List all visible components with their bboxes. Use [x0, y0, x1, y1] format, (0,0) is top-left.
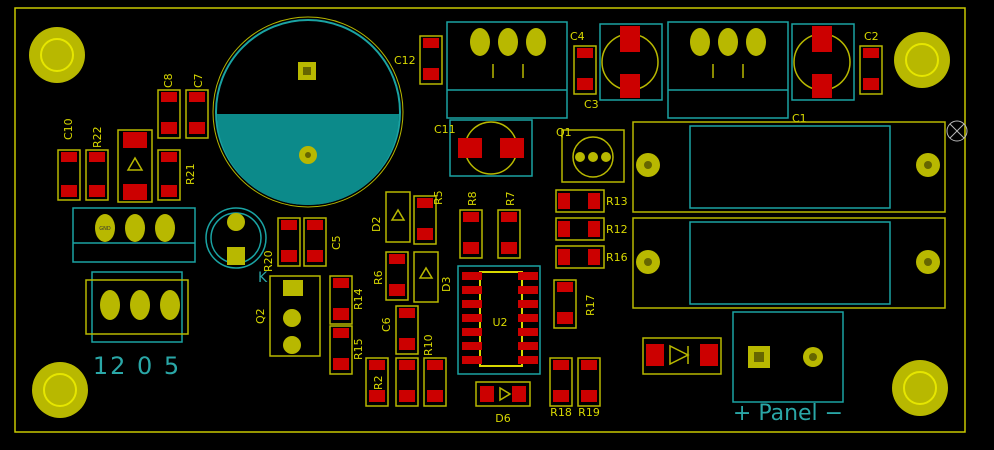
- ref-r20: R20: [262, 250, 275, 272]
- ref-r15: R15: [352, 338, 365, 360]
- ref-c8: C8: [162, 73, 175, 88]
- resistor-r10: [395, 357, 419, 407]
- resistor-r21: R21: [157, 149, 197, 201]
- ref-c11: C11: [434, 123, 456, 136]
- transistor-q1: Q1: [556, 126, 625, 183]
- ref-q1: Q1: [556, 126, 572, 139]
- capacitor-round-small: K R20: [205, 207, 275, 286]
- ref-c2: C2: [864, 30, 879, 43]
- terminal-block-supply: 12 0 5: [85, 271, 189, 380]
- ref-r21: R21: [184, 163, 197, 185]
- capacitor-c8: C8: [157, 73, 181, 139]
- ref-r16: R16: [606, 251, 628, 264]
- resistor-pair-bottom: [423, 357, 447, 407]
- resistor-r20: [277, 217, 301, 267]
- ref-d2: D2: [370, 217, 383, 232]
- capacitor-c1: C1: [791, 23, 855, 125]
- capacitor-c7: C7: [185, 73, 209, 139]
- ref-r22: R22: [91, 126, 104, 148]
- ref-c6: C6: [380, 317, 393, 332]
- ref-d3: D3: [440, 277, 453, 292]
- ic-u2-pins-left: [462, 272, 482, 364]
- ref-r12: R12: [606, 223, 628, 236]
- supply-connector-label: 12 0 5: [93, 352, 181, 380]
- resistor-r14: R14: [329, 275, 365, 325]
- resistor-r7: R7: [497, 191, 521, 259]
- mount-hole-top-left: [29, 27, 85, 83]
- mount-hole-bottom-right: [892, 360, 948, 416]
- ref-r19: R19: [578, 406, 600, 419]
- resistor-r22: R22: [85, 126, 109, 201]
- diode-panel: [642, 337, 722, 375]
- capacitor-c10: C10: [57, 118, 81, 201]
- ref-r13: R13: [606, 195, 628, 208]
- ref-r17: R17: [584, 294, 597, 316]
- resistor-r15: R15: [329, 325, 365, 375]
- terminal-block-upper: GND: [72, 207, 196, 263]
- ref-c4: C4: [570, 30, 585, 43]
- resistor-r13: R13: [555, 189, 628, 213]
- capacitor-c12: C12: [394, 35, 443, 85]
- ref-c5: C5: [330, 235, 343, 250]
- ref-c7: C7: [192, 73, 205, 88]
- resistor-r18: R18: [549, 357, 573, 419]
- voltage-regulator-left: [446, 21, 568, 119]
- resistor-r2: R2: [365, 357, 389, 407]
- diode-left: [117, 129, 153, 203]
- ic-u2: U2: [457, 265, 541, 375]
- ref-c3: C3: [584, 98, 599, 111]
- ref-r8: R8: [466, 191, 479, 206]
- ref-c12: C12: [394, 54, 416, 67]
- panel-connector: + Panel −: [732, 311, 844, 426]
- ref-r7: R7: [504, 191, 517, 206]
- ref-d6: D6: [495, 412, 510, 425]
- panel-connector-label: + Panel −: [733, 401, 843, 426]
- board-outline: [14, 7, 966, 433]
- fiducial-mark: [946, 120, 968, 142]
- resistor-r6: R6: [372, 251, 409, 301]
- resistor-r12: R12: [555, 217, 628, 241]
- resistor-r17: R17: [553, 279, 597, 329]
- capacitor-c2: C2: [859, 30, 883, 95]
- ref-k: K: [258, 270, 268, 286]
- ref-r18: R18: [550, 406, 572, 419]
- ref-r6: R6: [372, 270, 385, 285]
- ref-r10: R10: [422, 334, 435, 356]
- voltage-regulator-right: [667, 21, 789, 119]
- transistor-q2: Q2: [254, 275, 321, 357]
- large-electrolytic-capacitor: [212, 16, 404, 208]
- ref-r5: R5: [432, 190, 445, 205]
- capacitor-c3: C3: [584, 23, 663, 111]
- mount-hole-top-right: [894, 32, 950, 88]
- ref-u2: U2: [492, 316, 507, 329]
- power-resistor-lower: [632, 217, 946, 309]
- diode-d6: D6: [475, 381, 531, 425]
- net-label: GND: [99, 226, 111, 232]
- resistor-r5: R5: [413, 190, 445, 245]
- resistor-r19: R19: [577, 357, 601, 419]
- ref-c1: C1: [792, 112, 807, 125]
- ref-c10: C10: [62, 118, 75, 140]
- power-resistor-upper: [632, 121, 946, 213]
- capacitor-c5: C5: [303, 217, 343, 267]
- mount-hole-bottom-left: [32, 362, 88, 418]
- ref-r14: R14: [352, 288, 365, 310]
- resistor-r8: R8: [459, 191, 483, 259]
- ref-q2: Q2: [254, 308, 267, 324]
- ic-u2-pins-right: [518, 272, 538, 364]
- capacitor-c4: C4: [570, 30, 597, 95]
- resistor-r16: R16: [555, 245, 628, 269]
- ref-r2: R2: [372, 375, 385, 390]
- capacitor-c6: C6 R10: [380, 305, 435, 356]
- diode-d2: D2: [370, 191, 411, 243]
- diode-d3: D3: [413, 251, 453, 303]
- capacitor-c11: C11: [434, 119, 533, 177]
